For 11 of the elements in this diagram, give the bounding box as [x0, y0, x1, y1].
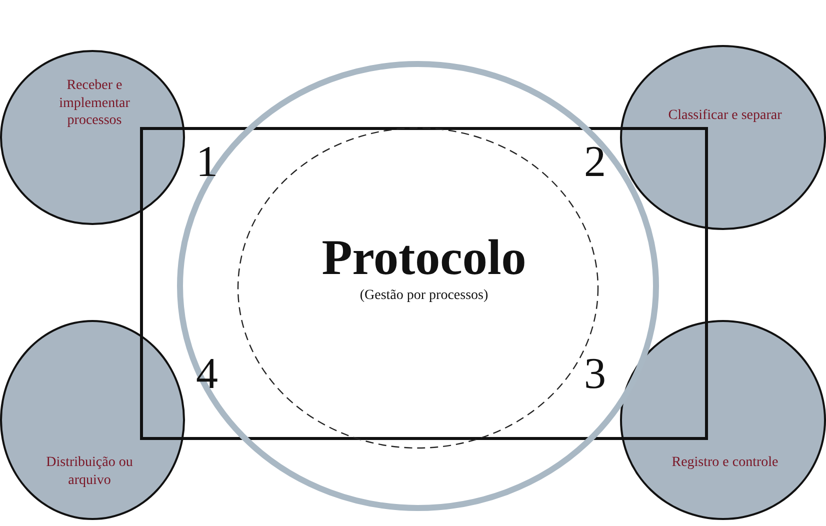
step-label: Classificar e separar	[667, 107, 783, 124]
step-label: Registro e controle	[670, 454, 780, 472]
step-label: Receber e implementar processos	[58, 77, 131, 130]
process-rectangle	[140, 127, 708, 440]
step-number: 2	[584, 140, 606, 184]
step-number: 4	[196, 352, 218, 396]
step-number: 3	[584, 352, 606, 396]
step-label: Distribuição ou arquivo	[45, 454, 134, 489]
step-number: 1	[196, 140, 218, 184]
title-text: Protocolo	[320, 230, 528, 285]
subtitle-text: (Gestão por processos)	[358, 288, 490, 304]
